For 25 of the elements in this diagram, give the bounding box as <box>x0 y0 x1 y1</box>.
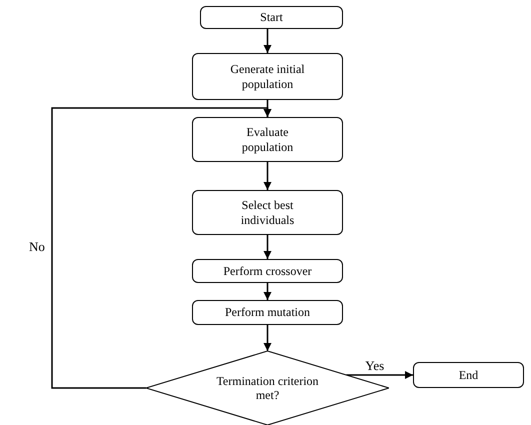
arrow <box>346 371 413 379</box>
decision-diamond <box>146 351 389 425</box>
node-text: Perform crossover <box>223 264 312 278</box>
arrow <box>264 235 272 259</box>
arrow <box>264 325 272 351</box>
node-text: Perform mutation <box>225 305 310 320</box>
node-text: Start <box>260 10 283 25</box>
node-text: Evaluate population <box>240 125 294 154</box>
node-text: Termination criterion met? <box>215 374 320 402</box>
process-box <box>192 117 343 162</box>
process-box <box>200 6 343 29</box>
node-text: Generate initial population <box>229 62 306 91</box>
edge-label: No <box>28 240 46 254</box>
arrow <box>264 29 272 53</box>
process-box <box>192 53 343 100</box>
process-box <box>413 362 524 388</box>
arrow <box>264 283 272 300</box>
node-text: End <box>458 368 478 382</box>
process-box <box>192 300 343 325</box>
loop-arrow <box>51 107 272 389</box>
process-box <box>192 259 343 283</box>
node-text: Select best individuals <box>240 198 296 227</box>
edge-label: Yes <box>364 359 386 374</box>
process-box <box>192 190 343 235</box>
arrow <box>264 162 272 190</box>
